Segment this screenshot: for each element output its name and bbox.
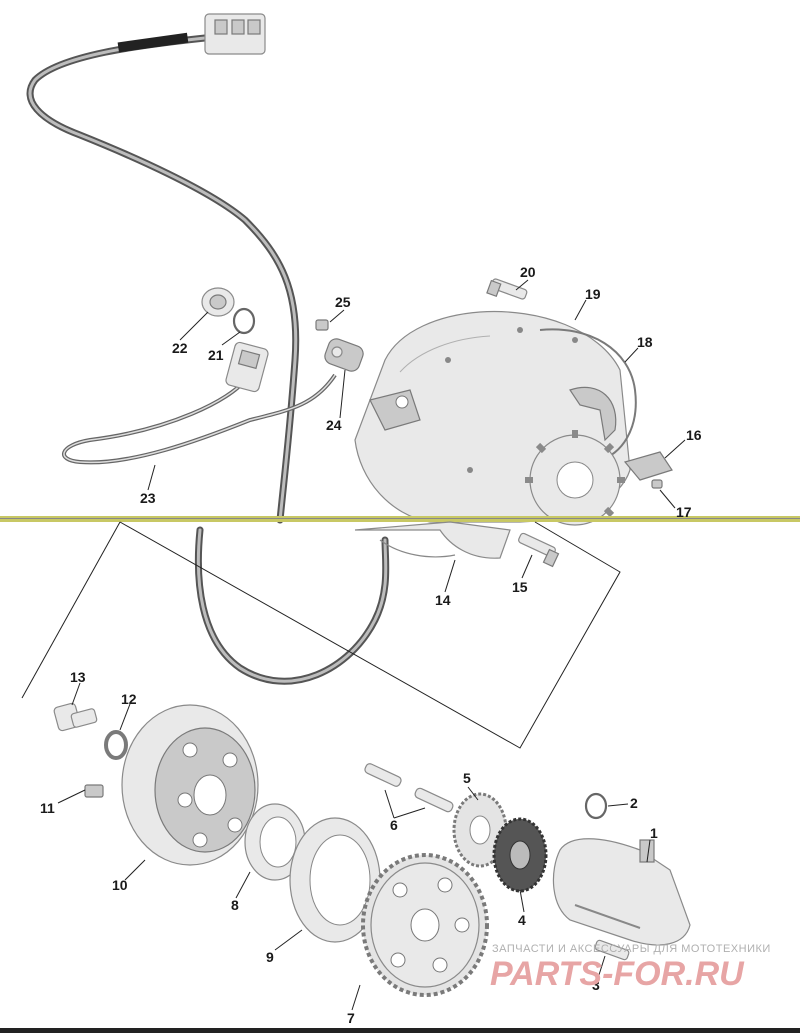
- o-ring-2: [584, 792, 608, 820]
- callout-18: 18: [637, 334, 653, 350]
- callout-9: 9: [266, 949, 274, 965]
- woodruff-key-11: [84, 784, 104, 798]
- sensor-wire-23: [62, 373, 337, 465]
- bolt-15: [518, 532, 560, 568]
- grommet-22: [201, 287, 235, 317]
- assembly-frame: [21, 521, 621, 749]
- watermark-brand: PARTS-FOR.RU: [490, 955, 745, 993]
- watermark-tagline: ЗАПЧАСТИ И АКСЕССУАРЫ ДЛЯ МОТОТЕХНИКИ: [492, 943, 771, 955]
- callout-24: 24: [326, 417, 342, 433]
- main-wiring-harness: [26, 32, 390, 685]
- sensor-connector: [225, 341, 269, 393]
- starter-gear-7: [361, 853, 489, 997]
- gasket-18: [539, 328, 637, 461]
- o-ring-21: [232, 307, 256, 335]
- callout-14: 14: [435, 592, 451, 608]
- starter-motor-1: [552, 838, 691, 946]
- flywheel-10: [121, 704, 259, 866]
- clutch-plate-9: [289, 817, 381, 943]
- leader-lines: [57, 279, 686, 1011]
- callout-11: 11: [40, 800, 55, 816]
- idler-shafts-6: [364, 763, 454, 813]
- bottom-border: [0, 1028, 800, 1033]
- callout-2: 2: [630, 795, 638, 811]
- cover-lower: [354, 521, 511, 559]
- callout-16: 16: [686, 427, 702, 443]
- callout-13: 13: [70, 669, 86, 685]
- stator-14: [525, 430, 625, 526]
- callout-12: 12: [121, 691, 137, 707]
- watermark: ЗАПЧАСТИ И АКСЕССУАРЫ ДЛЯ МОТОТЕХНИКИ PA…: [490, 943, 771, 993]
- sprag-clutch-8: [244, 803, 306, 881]
- callout-3: 3: [592, 977, 600, 993]
- retaining-clip-16: [623, 451, 673, 481]
- position-sensor-24: [324, 338, 364, 372]
- callout-7: 7: [347, 1010, 355, 1026]
- callout-17: 17: [676, 504, 692, 520]
- reduction-gear-4: [492, 817, 548, 893]
- callout-6: 6: [390, 817, 398, 833]
- callout-21: 21: [208, 347, 224, 363]
- callout-23: 23: [140, 490, 156, 506]
- callout-22: 22: [172, 340, 188, 356]
- callout-19: 19: [585, 286, 601, 302]
- bolt-20: [486, 278, 528, 300]
- callout-4: 4: [518, 912, 526, 928]
- callout-8: 8: [231, 897, 239, 913]
- screw-17: [651, 479, 663, 489]
- harness-connector-top: [204, 13, 266, 55]
- stator-bracket-19: [569, 386, 617, 442]
- callout-15: 15: [512, 579, 528, 595]
- callout-labels: 1 2 3 4 5 6 7 8 9 10 11 12 13 14 15 16 1…: [40, 264, 702, 1026]
- washer-12: [104, 730, 128, 760]
- bolt-3: [594, 939, 630, 961]
- screw-25: [315, 319, 329, 331]
- callout-25: 25: [335, 294, 351, 310]
- callout-20: 20: [520, 264, 536, 280]
- callout-5: 5: [463, 770, 471, 786]
- flywheel-bolt-13: [53, 702, 98, 732]
- callout-10: 10: [112, 877, 128, 893]
- idler-gear-5: [452, 792, 508, 868]
- callout-1: 1: [650, 825, 658, 841]
